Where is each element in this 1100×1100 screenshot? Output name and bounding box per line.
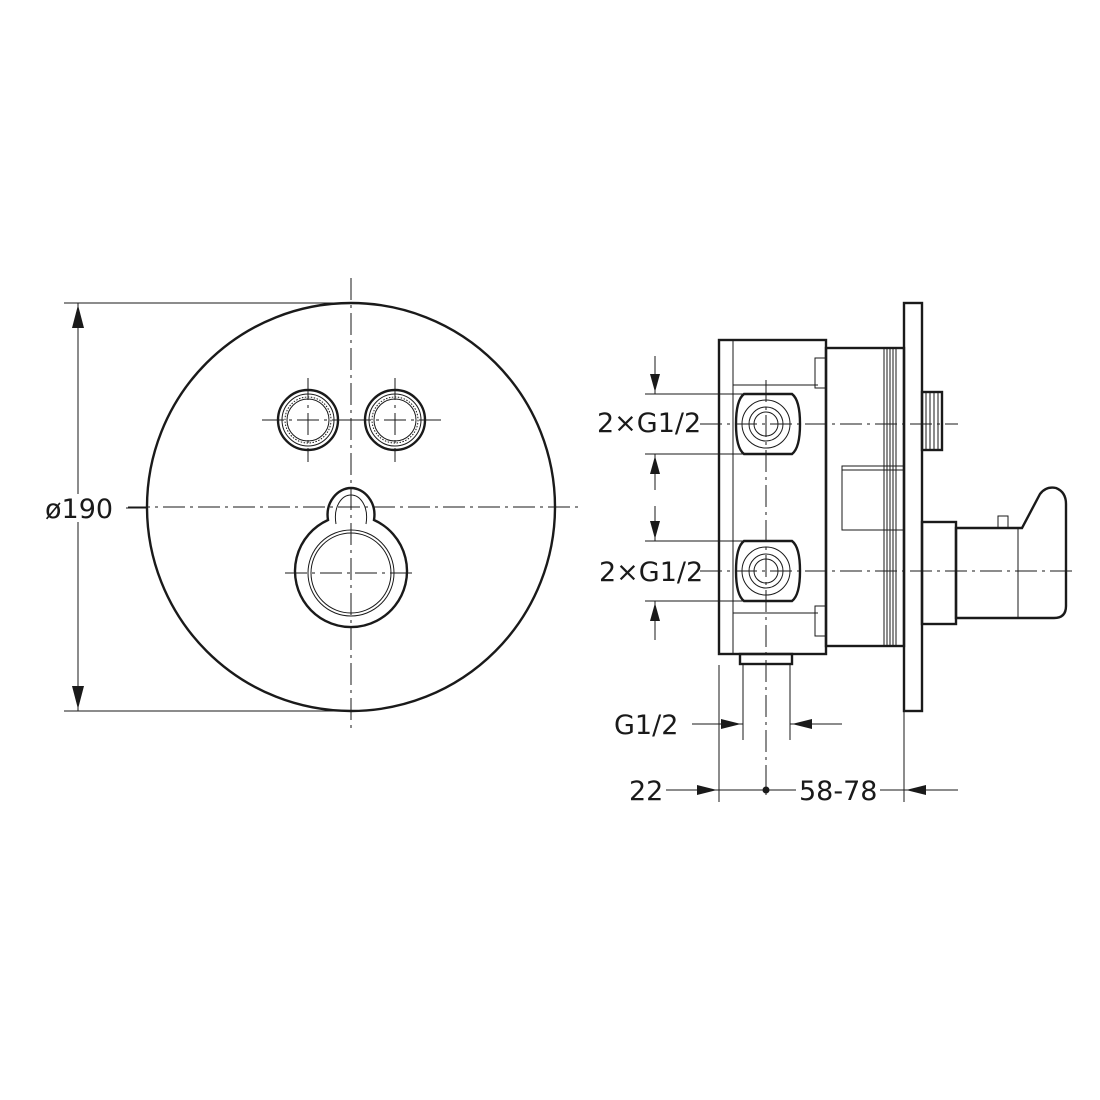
mounting-box (717, 338, 828, 666)
thermostat-handle (285, 486, 417, 629)
threaded-sleeve (824, 346, 906, 648)
front-view: ø190 (45, 278, 578, 733)
lower-connection-dimension (645, 506, 744, 640)
side-view: 2×G1/2 2×G1/2 G1/2 (597, 301, 1075, 807)
cover-plate-edge (902, 301, 924, 713)
bottom-connection-label: G1/2 (614, 710, 678, 741)
depth-left-label: 22 (629, 776, 663, 807)
upper-connection-label: 2×G1/2 (597, 408, 701, 439)
upper-connection-dimension (645, 356, 744, 490)
diameter-label: ø190 (45, 494, 113, 525)
bottom-connection-dimension (692, 664, 842, 740)
lower-connection-label: 2×G1/2 (599, 557, 703, 588)
depth-dimension (666, 665, 958, 802)
handle-side (920, 486, 1068, 626)
diameter-dimension (64, 302, 351, 712)
left-push-button (262, 378, 354, 462)
depth-range-label: 58-78 (799, 776, 877, 807)
right-push-button (349, 378, 441, 462)
button-stem (920, 390, 944, 452)
